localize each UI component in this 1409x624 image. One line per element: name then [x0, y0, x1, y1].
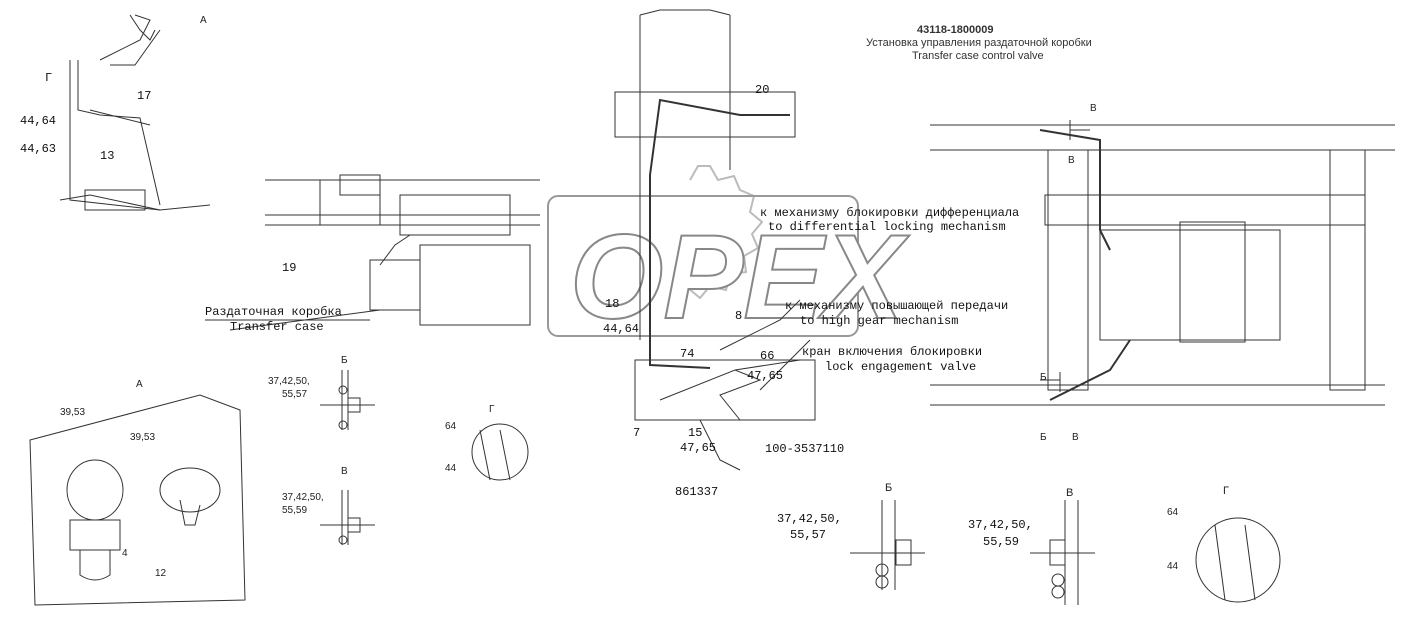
transfer-case-en: Transfer case	[230, 320, 324, 334]
section-b-small-parts1: 37,42,50,	[268, 376, 310, 387]
plan-view	[930, 120, 1395, 406]
detail-a-39-53-left: 39,53	[60, 407, 86, 418]
view-a-bracket	[59, 14, 211, 211]
svg-text:OPEX: OPEX	[570, 210, 910, 344]
section-b-large-parts1: 37,42,50,	[777, 512, 842, 526]
label-17: 17	[137, 89, 152, 103]
section-b-small	[320, 370, 375, 430]
detail-a-4: 4	[122, 548, 128, 559]
title-english: Transfer case control valve	[912, 50, 1044, 62]
section-mark-v-bottom: В	[1072, 432, 1079, 443]
label-66: 66	[760, 349, 775, 363]
section-v-small	[320, 490, 375, 545]
section-b-large-title: Б	[885, 482, 893, 494]
section-g-small-44: 44	[445, 463, 457, 474]
callout-lock-valve-en: lock engagement valve	[825, 360, 977, 374]
section-b-large-parts2: 55,57	[790, 528, 827, 542]
label-20: 20	[755, 83, 770, 97]
title-russian: Установка управления раздаточной коробки	[866, 37, 1092, 49]
transfer-case-ru: Раздаточная коробка	[205, 305, 342, 319]
detail-a	[29, 394, 246, 606]
label-g-1: Г	[45, 71, 53, 85]
callout-diff-lock-en: to differential locking mechanism	[768, 220, 1006, 234]
section-v-small-parts2: 55,59	[282, 505, 308, 516]
label-44-64: 44,64	[20, 114, 57, 128]
section-b-small-title: Б	[341, 355, 348, 366]
section-b-large	[850, 500, 925, 590]
section-g-small-64: 64	[445, 421, 457, 432]
label-19: 19	[282, 261, 297, 275]
view-a-arrow-label: А	[200, 15, 207, 26]
section-g-small	[471, 423, 529, 481]
detail-a-title: А	[136, 379, 143, 390]
section-mark-b-inner: В	[1068, 155, 1075, 166]
section-g-large-44: 44	[1167, 561, 1179, 572]
label-44-64-center: 44,64	[603, 322, 640, 336]
section-v-large-parts2: 55,59	[983, 535, 1020, 549]
label-47-65-b: 47,65	[680, 441, 717, 455]
section-g-small-title: Г	[489, 404, 495, 415]
central-frame-view	[614, 9, 816, 471]
detail-a-39-53-right: 39,53	[130, 432, 156, 443]
section-mark-v: В	[1090, 103, 1097, 114]
label-100-3537110: 100-3537110	[765, 442, 845, 456]
transfer-case-side-view	[205, 174, 540, 331]
label-8: 8	[735, 309, 743, 323]
section-g-large-title: Г	[1223, 485, 1229, 497]
label-13: 13	[100, 149, 115, 163]
section-v-large-title: В	[1066, 487, 1074, 499]
callout-lock-valve-ru: кран включения блокировки	[802, 345, 983, 359]
section-g-large	[1195, 517, 1281, 603]
section-v-large-parts1: 37,42,50,	[968, 518, 1033, 532]
section-mark-b-bottom: Б	[1040, 432, 1047, 443]
label-44-63: 44,63	[20, 142, 57, 156]
label-47-65-a: 47,65	[747, 369, 784, 383]
label-18: 18	[605, 297, 620, 311]
section-v-small-title: В	[341, 466, 348, 477]
drawing-code: 43118-1800009	[917, 24, 994, 36]
watermark-logo: OPEX	[547, 165, 911, 345]
callout-high-gear-en: to high gear mechanism	[800, 314, 959, 328]
label-15: 15	[688, 426, 703, 440]
callout-diff-lock-ru: к механизму блокировки дифференциала	[760, 206, 1020, 220]
section-b-small-parts2: 55,57	[282, 389, 308, 400]
section-g-large-64: 64	[1167, 507, 1179, 518]
label-74: 74	[680, 347, 695, 361]
section-v-small-parts1: 37,42,50,	[282, 492, 324, 503]
detail-a-12: 12	[155, 568, 167, 579]
section-v-large	[1030, 500, 1095, 605]
label-7: 7	[633, 426, 641, 440]
callout-high-gear-ru: к механизму повышающей передачи	[785, 299, 1009, 313]
section-mark-b-low: Б	[1040, 372, 1047, 383]
label-861337: 861337	[675, 485, 719, 499]
